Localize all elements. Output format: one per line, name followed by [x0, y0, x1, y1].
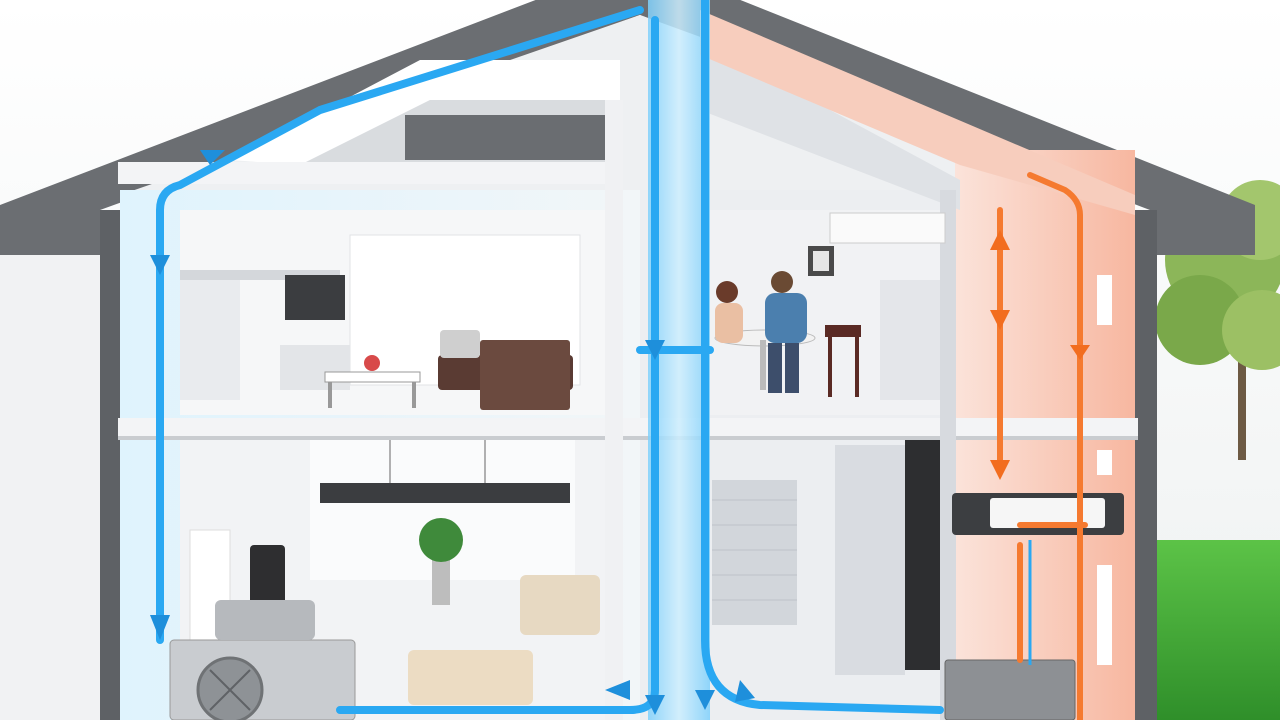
cold-air-arrows — [150, 150, 755, 715]
window-right-1 — [1097, 275, 1112, 325]
family-icon — [715, 271, 807, 393]
grass-right — [1150, 540, 1280, 720]
right-partition — [940, 190, 956, 720]
outdoor-heat-pump-icon — [169, 600, 356, 720]
warm-air-arrows — [990, 230, 1090, 480]
upper-left-room — [180, 210, 605, 415]
upper-right-room — [710, 210, 946, 415]
first-floor-slab-edge — [118, 436, 1138, 440]
window-right-3 — [1097, 565, 1112, 665]
warm-air-flow — [997, 172, 1088, 720]
first-floor-slab — [118, 418, 1138, 440]
staircase — [230, 60, 620, 165]
wall-mounted-unit-icon — [952, 493, 1124, 535]
attic-floor-slab — [118, 162, 608, 184]
cold-air-flow — [156, 0, 944, 714]
house-left-wall — [100, 210, 120, 720]
warm-roof-tint — [700, 10, 1135, 215]
lower-right-room — [710, 440, 940, 720]
house-right-wall — [1135, 210, 1157, 720]
left-side-wall — [0, 255, 100, 720]
air-handler-unit-icon — [944, 659, 1076, 720]
center-partition — [605, 100, 623, 720]
window-right-2 — [1097, 450, 1112, 475]
roof — [0, 0, 1255, 255]
